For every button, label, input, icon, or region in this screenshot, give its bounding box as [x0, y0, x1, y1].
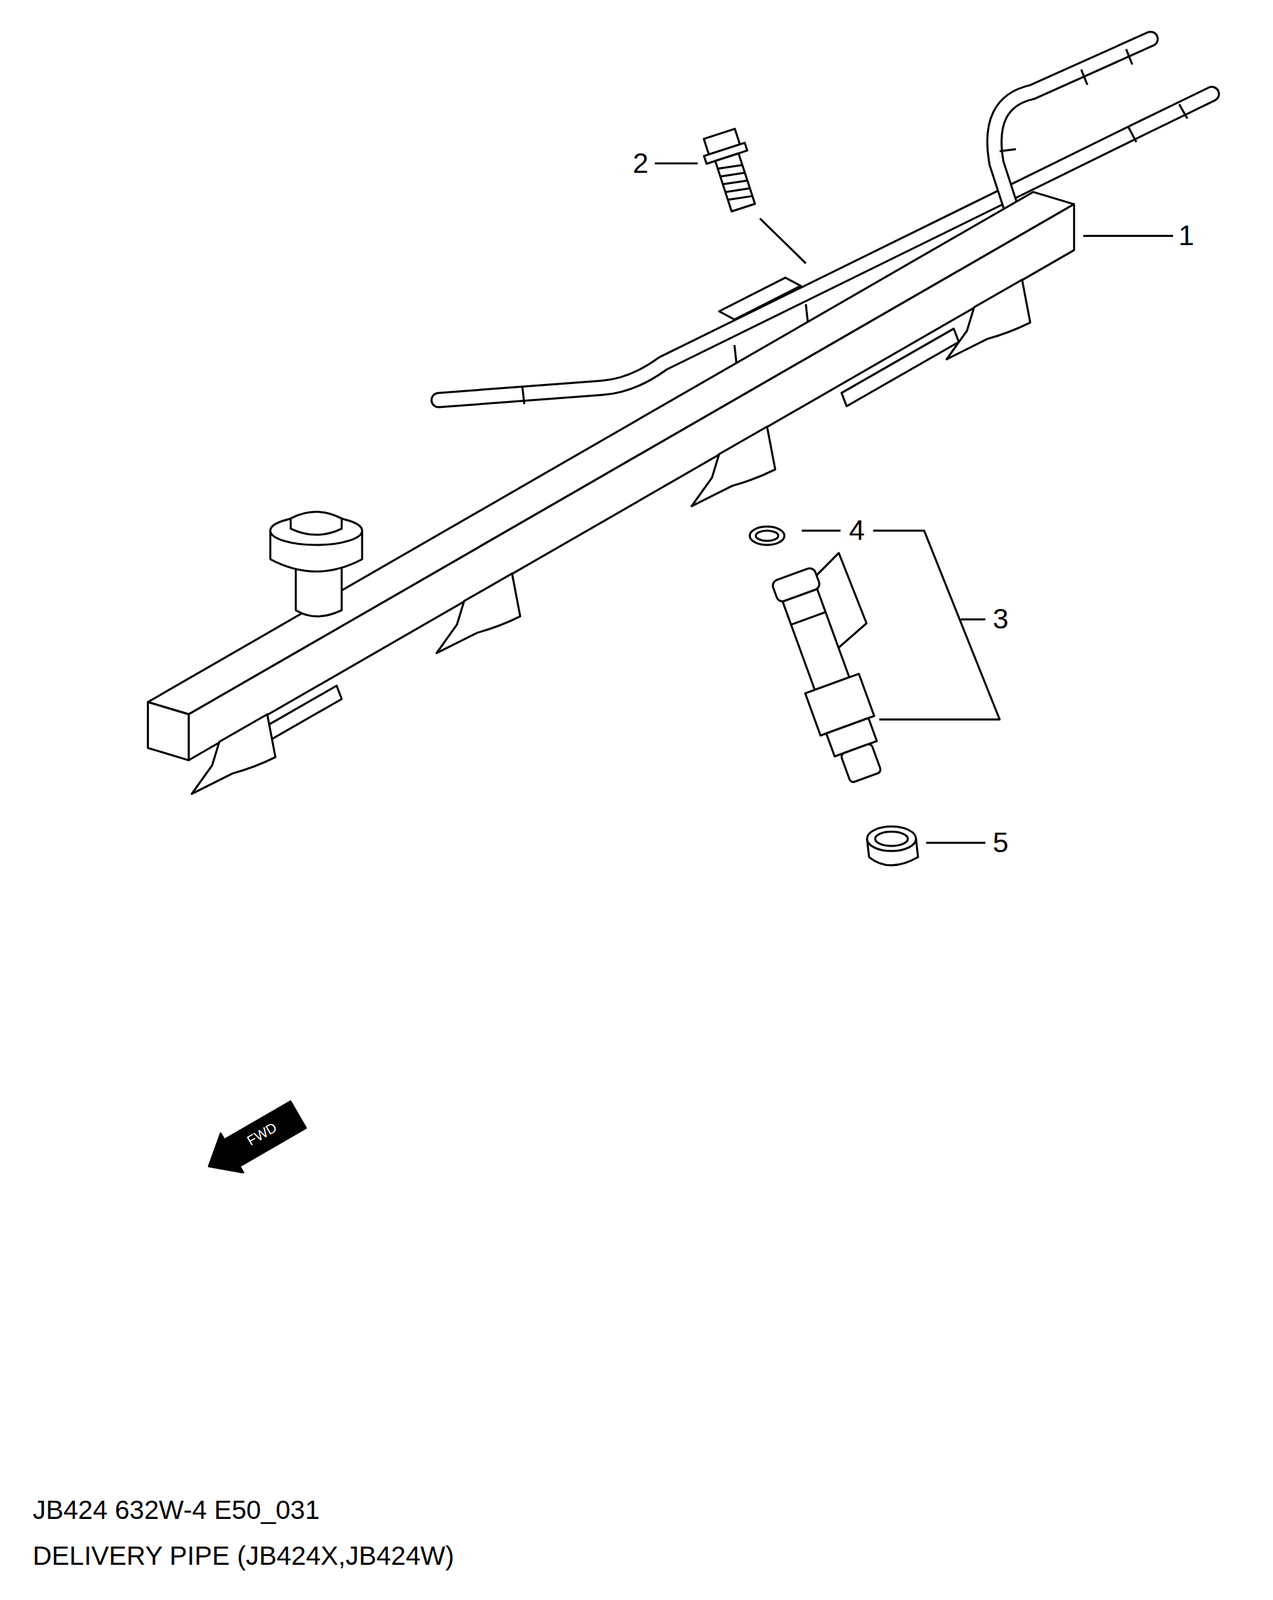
injector-cup — [191, 279, 1030, 794]
callout-number: 5 — [992, 826, 1009, 859]
callout-number: 4 — [848, 514, 865, 547]
leader-line — [654, 163, 1174, 843]
arrow-label: FWD — [244, 1119, 279, 1149]
callout-number: 2 — [632, 147, 649, 180]
drawing-code: JB424 632W-4 E50_031 — [32, 1495, 320, 1525]
mounting-tab — [260, 328, 959, 743]
callout-number: 1 — [1178, 219, 1194, 252]
bolt — [698, 127, 764, 215]
cushion-seal — [867, 826, 918, 866]
forward-arrow — [197, 1095, 310, 1186]
pressure-damper — [270, 511, 362, 616]
fuel-injector — [764, 552, 917, 788]
delivery-pipe-rail — [147, 191, 1074, 760]
diagram-caption: DELIVERY PIPE (JB424X,JB424W) — [32, 1541, 455, 1571]
o-ring — [749, 526, 785, 545]
callout-number: 3 — [992, 603, 1009, 636]
